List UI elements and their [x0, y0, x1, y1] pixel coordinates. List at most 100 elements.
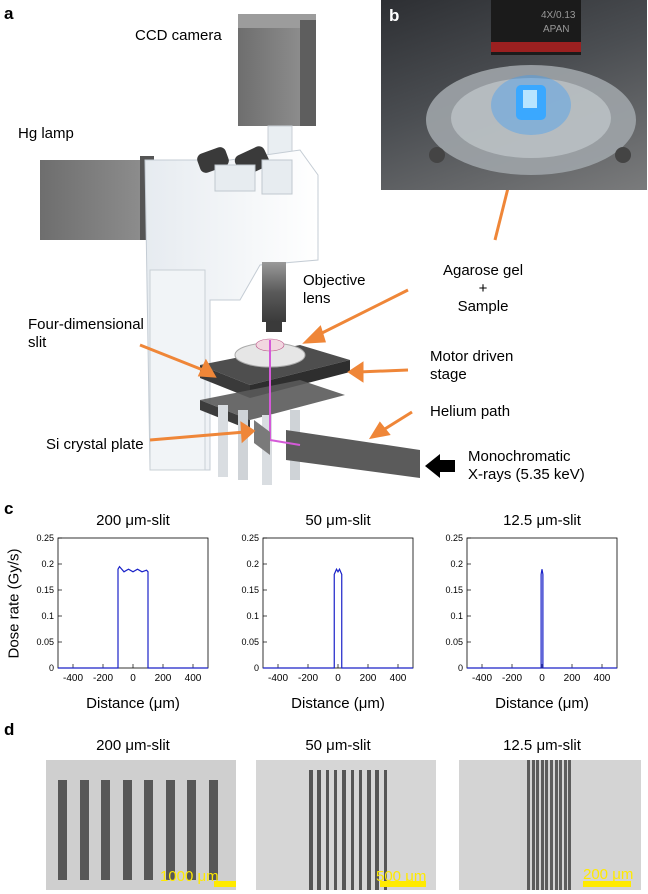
chart-title-3: 12.5 μm-slit: [503, 512, 581, 529]
objective-lens: [262, 262, 286, 322]
label-ccd-camera: CCD camera: [135, 27, 222, 44]
camera-mount: [267, 125, 293, 157]
slit-stripe: [342, 770, 346, 890]
y-tick-label: 0.25: [445, 533, 463, 543]
label-helium: Helium path: [430, 403, 511, 420]
x-tick-label: 0: [539, 673, 545, 684]
x-tick-label: -400: [472, 673, 492, 684]
label-hg-lamp: Hg lamp: [18, 125, 74, 142]
panel-letter-a: a: [4, 4, 14, 23]
slit-stripe: [536, 760, 540, 890]
slit-stripe: [325, 770, 330, 890]
slit-stripe: [545, 760, 549, 890]
lens-text-1: 4X/0.13: [541, 10, 576, 21]
x-tick-label: -200: [502, 673, 522, 684]
y-tick-label: 0.15: [36, 585, 54, 595]
slit-stripe: [187, 780, 196, 880]
sem-image-50: 500 μm: [256, 760, 436, 890]
panel-letter-d: d: [4, 720, 15, 739]
y-tick-label: 0.1: [246, 611, 259, 621]
slit-stripe: [333, 770, 338, 890]
label-objective-1: Objective: [303, 272, 366, 289]
slit-stripe: [563, 760, 567, 890]
microscope-illustration: [40, 14, 530, 485]
dose-profile-line-2: [263, 567, 413, 669]
x-tick-label: -400: [268, 673, 288, 684]
slit-stripe: [144, 780, 153, 880]
label-mono-2: X-rays (5.35 keV): [468, 466, 585, 483]
x-tick-label: 0: [130, 673, 136, 684]
y-tick-label: 0.1: [450, 611, 463, 621]
x-tick-label: 0: [335, 673, 341, 684]
y-tick-label: 0: [458, 663, 463, 673]
sem-title-2: 50 μm-slit: [305, 737, 371, 754]
slit-stripe: [350, 770, 354, 890]
hg-lamp-body: [40, 160, 140, 240]
scale-bar-12: [583, 881, 631, 887]
sem-title-3: 12.5 μm-slit: [503, 737, 581, 754]
slit-stripe: [358, 770, 363, 890]
y-tick-label: 0.05: [36, 637, 54, 647]
x-tick-label: 400: [185, 673, 202, 684]
label-si-crystal: Si crystal plate: [46, 436, 144, 453]
label-agarose-1: Agarose gel: [442, 262, 524, 279]
y-tick-label: 0: [49, 663, 54, 673]
label-four-dim-1: Four-dimensional: [28, 316, 144, 333]
label-motor-2: stage: [430, 366, 467, 383]
eyepieces: [197, 146, 293, 195]
chart-title-1: 200 μm-slit: [96, 512, 170, 529]
slit-stripe: [540, 760, 544, 890]
chart-frame-2: [262, 537, 414, 669]
y-tick-label: 0.15: [445, 585, 463, 595]
slit-stripe: [554, 760, 558, 890]
label-agarose-3: Sample: [457, 298, 509, 315]
y-tick-label: 0.1: [41, 611, 54, 621]
y-tick-label: 0.25: [241, 533, 259, 543]
x-tick-label: 200: [155, 673, 172, 684]
label-four-dim-2: slit: [28, 334, 47, 351]
x-axis-label-3: Distance (μm): [495, 695, 589, 712]
helium-tube: [286, 430, 420, 478]
y-tick-label: 0.25: [36, 533, 54, 543]
photo-sample-dish: 4X/0.13 APAN b: [381, 0, 647, 190]
slit-stripe: [309, 770, 313, 890]
ccd-camera-top: [238, 14, 316, 28]
dose-profile-line-1: [58, 565, 208, 669]
x-tick-label: -200: [93, 673, 113, 684]
slit-stripe: [527, 760, 530, 890]
scale-label-200: 1000 μm: [160, 868, 219, 885]
label-motor-1: Motor driven: [430, 348, 514, 365]
slit-stripe: [208, 780, 218, 880]
y-tick-label: 0.2: [246, 559, 259, 569]
x-tick-label: 200: [360, 673, 377, 684]
slit-stripe: [79, 780, 89, 880]
slit-stripe: [101, 780, 110, 880]
x-axis-label-2: Distance (μm): [291, 695, 385, 712]
chart-frame-3: [466, 537, 618, 669]
y-tick-label: 0: [254, 663, 259, 673]
chart-title-2: 50 μm-slit: [305, 512, 371, 529]
slit-stripe: [367, 770, 371, 890]
x-tick-label: -400: [63, 673, 83, 684]
slit-stripe: [165, 780, 175, 880]
scale-bar-200: [214, 881, 236, 887]
slit-stripe: [383, 770, 388, 890]
label-agarose-2: +: [478, 280, 488, 297]
slit-stripe: [568, 760, 572, 890]
slit-stripe: [559, 760, 563, 890]
panel-letter-c: c: [4, 499, 14, 518]
x-axis-label-1: Distance (μm): [86, 695, 180, 712]
x-tick-label: 200: [564, 673, 581, 684]
slit-stripe: [58, 780, 67, 880]
slit-stripe: [375, 770, 379, 890]
label-mono-1: Monochromatic: [468, 448, 571, 465]
label-objective-2: lens: [303, 290, 331, 307]
y-tick-label: 0.15: [241, 585, 259, 595]
dose-profile-line-3: [467, 569, 617, 669]
sem-image-200: 1000 μm: [46, 760, 236, 890]
scale-label-50: 500 μm: [376, 868, 427, 885]
chart-frame-1: [57, 537, 209, 669]
slit-stripe: [317, 770, 321, 890]
sem-title-1: 200 μm-slit: [96, 737, 170, 754]
